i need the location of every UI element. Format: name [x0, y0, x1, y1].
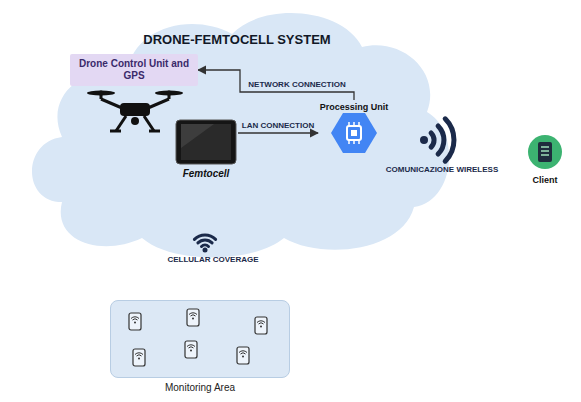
- cloud-title: DRONE-FEMTOCELL SYSTEM: [22, 32, 452, 47]
- caption-label: COMUNICAZIONE WIRELESS: [372, 165, 512, 174]
- cellular-signal-icon: [194, 235, 215, 252]
- phone-icons: [111, 301, 289, 377]
- processing-unit: Processing Unit: [318, 100, 390, 153]
- control-unit-box: Drone Control Unit and GPS: [70, 54, 198, 86]
- caption-label: CELLULAR COVERAGE: [150, 255, 276, 264]
- wireless-waves-icon: [420, 119, 454, 161]
- client-label: Client: [520, 170, 570, 185]
- connector-line: [198, 70, 354, 100]
- connector-line: [238, 132, 318, 133]
- client-icon: [527, 134, 563, 170]
- tablet-icon: [174, 118, 238, 166]
- unit-label: Drone Control Unit and GPS: [78, 58, 190, 82]
- unit-heading: Processing Unit: [318, 100, 390, 113]
- connection-label: LAN CONNECTION: [242, 121, 314, 130]
- hexagon-icon: [331, 113, 377, 153]
- drone-icon: [87, 91, 183, 132]
- system-cloud: DRONE-FEMTOCELL SYSTEM Drone Control Unit…: [22, 2, 452, 264]
- femtocell-device: Femtocell: [174, 118, 238, 179]
- area-box: [110, 300, 290, 378]
- cloud-outline: [32, 13, 449, 257]
- area-label: Monitoring Area: [110, 378, 290, 393]
- client-device: Client: [520, 134, 570, 185]
- femtocell-label: Femtocell: [174, 166, 238, 179]
- monitoring-area: Monitoring Area: [110, 300, 290, 393]
- connection-label: NETWORK CONNECTION: [248, 80, 345, 89]
